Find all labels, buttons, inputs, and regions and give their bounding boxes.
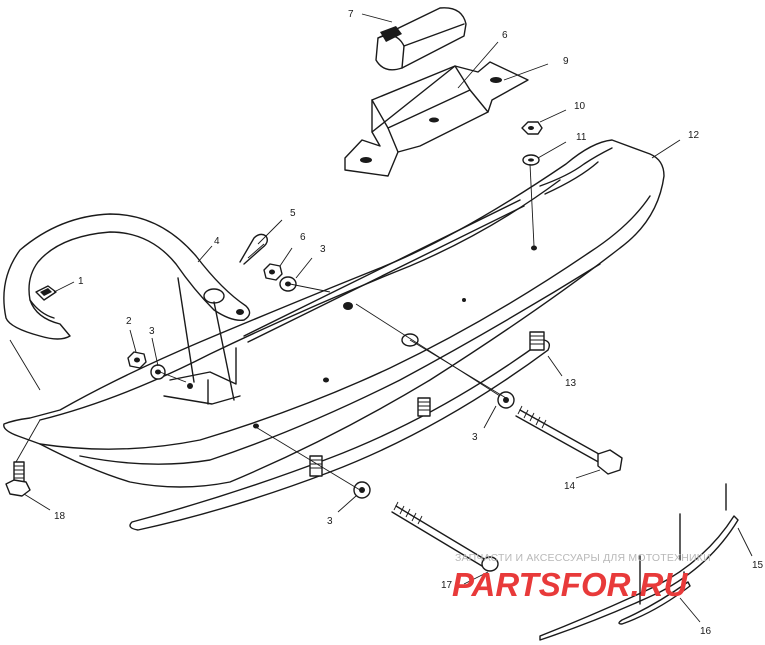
callout-7: 7 <box>348 9 354 20</box>
part-16-runner <box>618 571 691 625</box>
part-7-pad <box>375 7 467 71</box>
part-2-nut <box>127 351 147 369</box>
callout-12: 12 <box>688 130 700 141</box>
part-3-washer-right <box>497 391 515 409</box>
part-11-washer <box>522 154 540 166</box>
callout-14: 14 <box>564 481 576 492</box>
callout-18: 18 <box>54 511 66 522</box>
part-17-bolt <box>391 501 499 572</box>
callout-numbers: 7 6 9 10 11 12 1 4 5 6 3 2 3 13 3 14 3 1… <box>54 9 764 637</box>
callout-10: 10 <box>574 101 586 112</box>
part-1-clip <box>35 285 57 301</box>
callout-3-top: 3 <box>320 244 326 255</box>
watermark: ЗАПЧАСТИ И АКСЕССУАРЫ ДЛЯ МОТОТЕХНИКИ PA… <box>452 552 711 603</box>
callout-16: 16 <box>700 626 712 637</box>
part-15-runner <box>539 483 739 641</box>
watermark-logo: PARTSFOR.RU <box>452 566 688 603</box>
callout-4: 4 <box>214 236 220 247</box>
callout-3-right: 3 <box>472 432 478 443</box>
callout-11: 11 <box>576 132 587 143</box>
part-18-bolt <box>5 461 31 497</box>
callout-5: 5 <box>290 208 296 219</box>
callout-13: 13 <box>565 378 577 389</box>
callout-6-mid: 6 <box>300 232 306 243</box>
leader-lines <box>9 13 753 623</box>
part-3-washer-top <box>279 276 297 292</box>
part-3-washer-bottom <box>353 481 371 499</box>
callout-1: 1 <box>78 276 84 287</box>
callout-2: 2 <box>126 316 132 327</box>
part-4-handle <box>3 213 251 401</box>
callout-9: 9 <box>563 56 569 67</box>
part-13-wear-bar <box>129 331 551 531</box>
part-8-saddle <box>344 61 529 177</box>
part-12-ski <box>3 139 665 488</box>
part-10-nut <box>521 121 543 135</box>
callout-17: 17 <box>441 580 453 591</box>
watermark-tagline: ЗАПЧАСТИ И АКСЕССУАРЫ ДЛЯ МОТОТЕХНИКИ <box>455 552 711 564</box>
callout-3-left: 3 <box>149 326 155 337</box>
callout-3-bottom: 3 <box>327 516 333 527</box>
part-3-washer-left <box>150 364 166 380</box>
part-6-nut <box>263 263 283 281</box>
part-14-bolt <box>515 405 623 475</box>
callout-6-top: 6 <box>502 30 508 41</box>
callout-15: 15 <box>752 560 764 571</box>
